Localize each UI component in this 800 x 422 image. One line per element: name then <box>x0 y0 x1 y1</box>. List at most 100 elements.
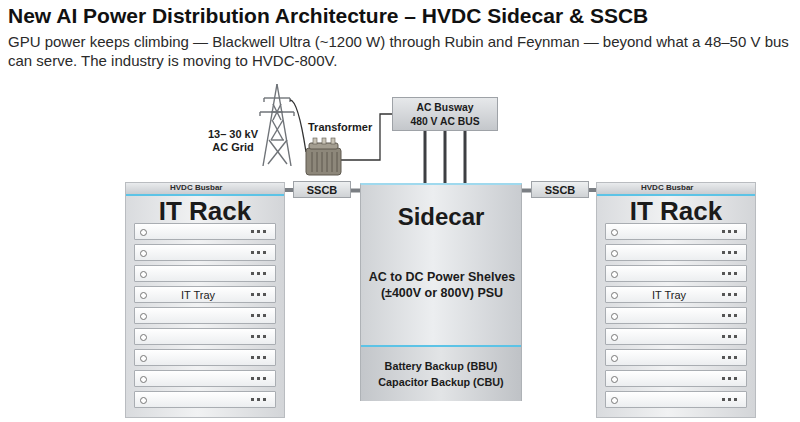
tray-led <box>140 313 147 320</box>
tray-led <box>140 229 147 236</box>
rack-box: HVDC BusbarIT RackIT Tray <box>596 182 756 418</box>
sscb-box: SSCB <box>531 181 589 198</box>
tray-port <box>257 377 260 380</box>
tray-led <box>140 292 147 299</box>
tray-port <box>251 251 254 254</box>
tray-led <box>140 376 147 383</box>
tray-port <box>251 398 254 401</box>
tray-port <box>728 251 731 254</box>
tray-port <box>722 272 725 275</box>
tray-led <box>611 229 618 236</box>
tray-port <box>251 293 254 296</box>
tray-port <box>251 356 254 359</box>
tray-port <box>257 335 260 338</box>
tray-led <box>611 355 618 362</box>
hvdc-busbar-band: HVDC Busbar <box>597 183 755 196</box>
busway-box: AC Busway480 V AC BUS <box>392 97 498 131</box>
tray-port <box>734 230 737 233</box>
tray-port <box>728 377 731 380</box>
tray-unit <box>134 265 276 282</box>
tray-unit <box>134 370 276 387</box>
tray-unit <box>134 307 276 324</box>
tray-port <box>734 398 737 401</box>
tray-port <box>257 272 260 275</box>
tray-port <box>722 398 725 401</box>
tray-port <box>257 356 260 359</box>
tray-port <box>722 293 725 296</box>
tray-port <box>734 272 737 275</box>
tray-port <box>251 314 254 317</box>
tray-port <box>722 377 725 380</box>
tray-port <box>722 230 725 233</box>
tray-led <box>611 334 618 341</box>
tray-port <box>251 377 254 380</box>
tray-port <box>728 398 731 401</box>
tray-port <box>722 314 725 317</box>
tray-unit <box>134 328 276 345</box>
backup-label: Battery Backup (BBU) <box>361 358 521 374</box>
tray-port <box>734 356 737 359</box>
backup-label: Capacitor Backup (CBU) <box>361 374 521 390</box>
busbar-link <box>589 188 596 192</box>
tray-port <box>251 335 254 338</box>
psu-label: AC to DC Power Shelves (±400V or 800V) P… <box>365 269 519 301</box>
tray-port <box>728 272 731 275</box>
caption: GPU power keeps climbing — Blackwell Ult… <box>8 32 796 70</box>
power-cable <box>425 131 465 183</box>
tray-port <box>257 251 260 254</box>
tray-unit <box>134 223 276 240</box>
tray-port <box>257 293 260 296</box>
title: New AI Power Distribution Architecture –… <box>8 4 648 28</box>
tray-unit <box>605 349 747 366</box>
tray-port <box>728 293 731 296</box>
bbu-box: Battery Backup (BBU)Capacitor Backup (CB… <box>361 345 521 401</box>
grid-wire <box>290 100 306 152</box>
busbar-link <box>522 189 531 193</box>
tray-port <box>251 230 254 233</box>
tray-port <box>722 335 725 338</box>
tray-led <box>611 271 618 278</box>
tray-port <box>734 314 737 317</box>
tray-led <box>140 397 147 404</box>
callout-label: 13– 30 kV AC Grid <box>203 128 263 154</box>
tray-led <box>140 250 147 257</box>
tray-unit <box>134 391 276 408</box>
tray-unit <box>134 244 276 261</box>
tray-unit <box>605 370 747 387</box>
power-tower <box>260 84 294 166</box>
tray-label: IT Tray <box>652 288 686 302</box>
tray-led <box>611 250 618 257</box>
busway-label: AC Busway <box>393 101 497 115</box>
tray-port <box>257 314 260 317</box>
tray-port <box>734 377 737 380</box>
tray-port <box>251 272 254 275</box>
tray-led <box>611 376 618 383</box>
tray-port <box>263 335 266 338</box>
tray-port <box>722 356 725 359</box>
tray-port <box>263 398 266 401</box>
transformer-symbol <box>306 138 341 175</box>
tray-unit <box>605 328 747 345</box>
sscb-label: SSCB <box>307 184 338 196</box>
busbar-link <box>285 188 293 192</box>
tray-led <box>140 355 147 362</box>
tray-port <box>728 356 731 359</box>
tray-port <box>728 314 731 317</box>
tray-port <box>734 251 737 254</box>
hvdc-busbar-band: HVDC Busbar <box>126 183 284 196</box>
tray-port <box>263 251 266 254</box>
tray-port <box>263 230 266 233</box>
tray-unit <box>605 244 747 261</box>
tray-unit <box>605 265 747 282</box>
tray-led <box>611 397 618 404</box>
tray-label: IT Tray <box>181 288 215 302</box>
tray-led <box>611 292 618 299</box>
tray-unit <box>605 391 747 408</box>
busbar-label: HVDC Busbar <box>641 183 693 193</box>
tray-port <box>263 293 266 296</box>
sscb-label: SSCB <box>545 184 576 196</box>
tray-port <box>722 251 725 254</box>
callout-label: Transformer <box>308 121 372 134</box>
tray-port <box>263 377 266 380</box>
